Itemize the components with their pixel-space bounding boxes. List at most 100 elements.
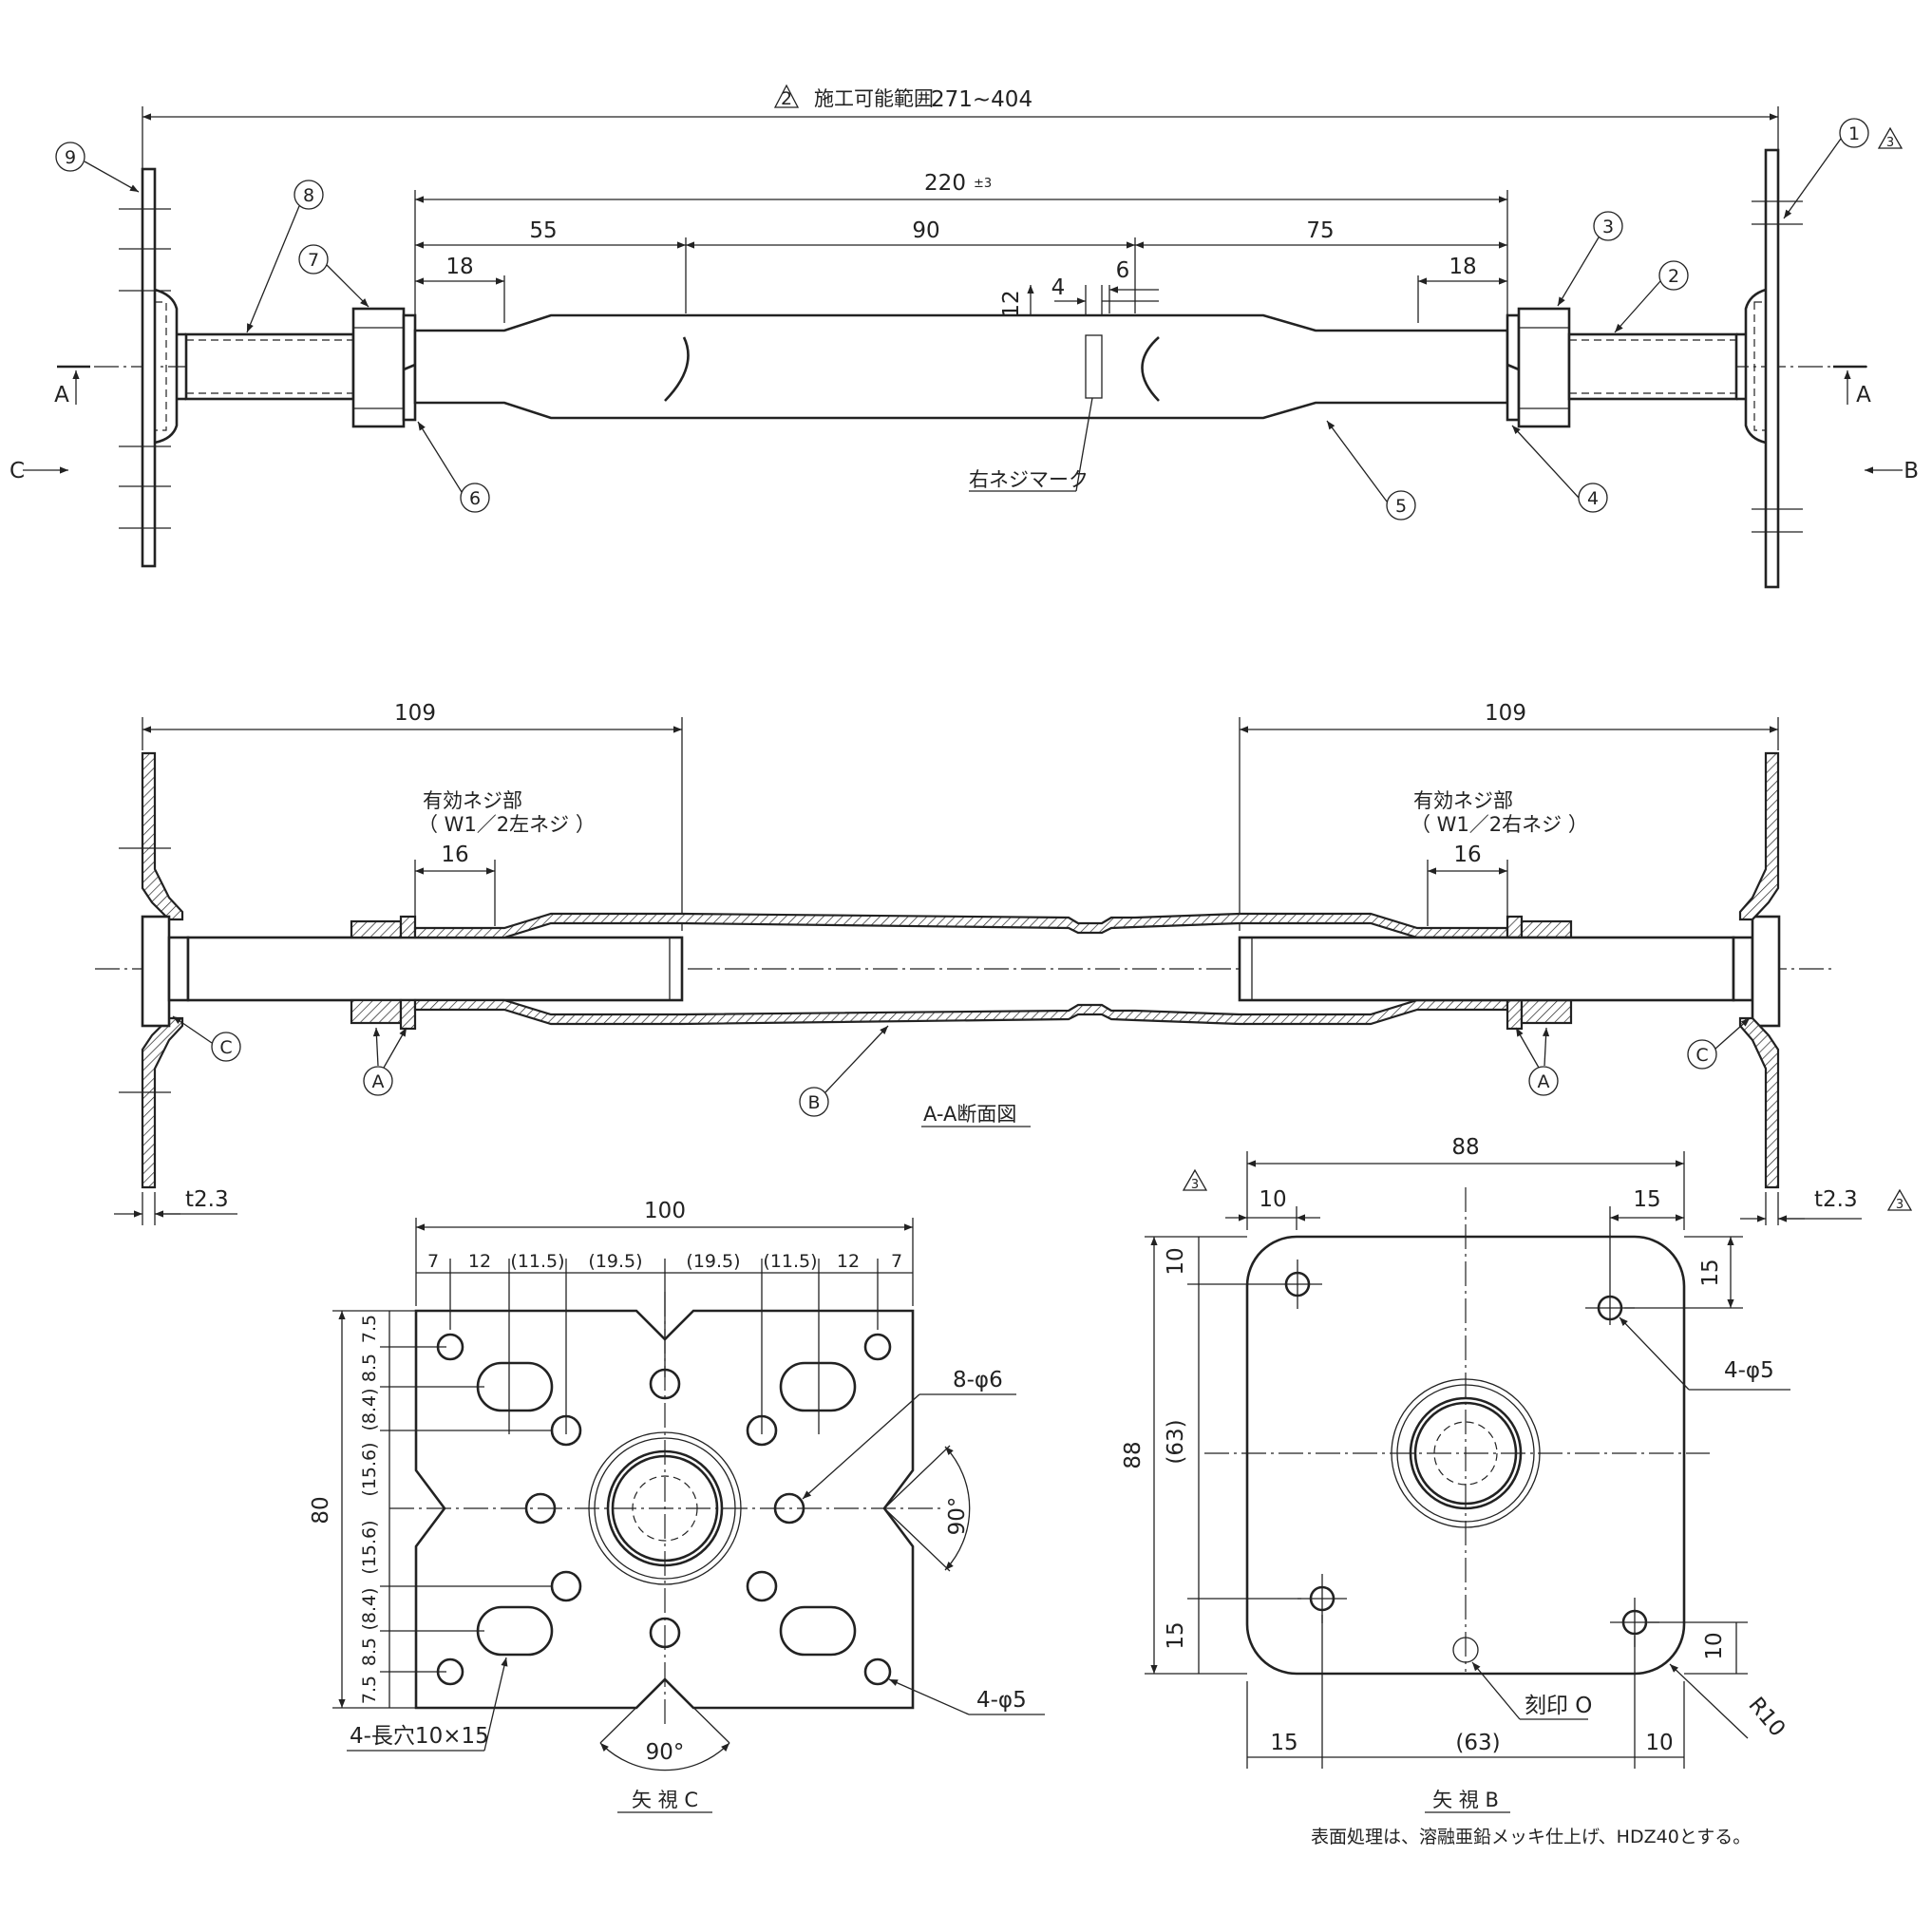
svg-text:B: B [807,1092,820,1113]
dim-12: 12 [999,290,1024,317]
left-plate-section [141,751,184,921]
holes-label: 8-φ6 [953,1368,1003,1392]
top-view: 2 施工可能範囲 271~404 220 ±3 55 90 75 18 18 4 [9,84,1919,589]
view-b-arrow-label: B [1904,459,1919,483]
left-stud-head [141,915,171,1028]
col-dim-6: (8.4) [359,1587,380,1630]
svg-text:1: 1 [1848,123,1860,144]
dim-10-right: 10 [1702,1632,1727,1659]
svg-text:9: 9 [65,147,76,168]
dim-100: 100 [644,1199,686,1223]
col-dim-3: (8.4) [359,1388,380,1430]
row-dim-3: (11.5) [510,1251,564,1272]
dim-15-bot: 15 [1270,1731,1297,1755]
dim-15-right: 15 [1698,1259,1723,1286]
dim-16-right: 16 [1453,843,1481,867]
dim-88-left: 88 [1121,1441,1146,1468]
small-holes-label: 4-φ5 [976,1688,1027,1713]
svg-text:3: 3 [1602,217,1614,237]
dim-4: 4 [1051,275,1066,300]
thread-label-left: 有効ネジ部 [423,789,522,812]
balloon-9: 9 [55,142,140,193]
view-c-arrow-label: C [9,459,25,483]
col-dim-7: 8.5 [359,1638,380,1666]
col-dim-8: 7.5 [359,1676,380,1704]
dim-63-left: (63) [1164,1419,1188,1464]
svg-text:3: 3 [1896,1198,1904,1212]
engrave-mark [1452,1637,1479,1663]
engrave-label: 刻印 O [1525,1694,1592,1718]
balloon-4: 4 [1511,425,1608,513]
view-b: 3 88 10 15 [1121,1135,1790,1813]
svg-text:6: 6 [469,488,481,509]
callout-a-right: A [1515,1027,1559,1096]
dim-18-right: 18 [1449,255,1476,279]
angle-right: 90° [945,1497,970,1536]
svg-text:A: A [372,1071,385,1092]
dim-220-tol: ±3 [974,177,992,191]
svg-text:8: 8 [303,185,314,206]
view-b-title: 矢 視 B [1432,1789,1499,1811]
right-threaded-stud [1567,332,1738,401]
balloon-6: 6 [417,421,490,513]
row-dim-4: (19.5) [588,1251,642,1272]
view-c: 100 7 12 (11.5) (19.5) (19.5) (11.5) 12 … [309,1199,1045,1813]
row-dim-6: (11.5) [763,1251,817,1272]
dim-10-top: 10 [1259,1187,1286,1212]
holes-phi5 [436,1333,892,1686]
svg-text:C: C [1695,1045,1708,1066]
dim-18-left: 18 [445,255,473,279]
section-title: A-A断面図 [923,1103,1016,1126]
thread-label-right: 有効ネジ部 [1413,789,1513,812]
section-a-right: A [1856,383,1871,407]
dim-15-left: 15 [1164,1621,1188,1649]
left-threaded-stud [184,332,355,401]
right-nut [1517,307,1571,428]
balloon-2: 2 [1614,260,1689,333]
view-c-title: 矢 視 C [632,1789,698,1811]
balloon-3: 3 [1557,211,1623,307]
dim-109-left: 109 [394,701,436,726]
holes-phi6 [524,1368,805,1649]
dim-55: 55 [529,218,557,243]
svg-text:5: 5 [1395,496,1407,517]
row-dim-8: 7 [891,1251,902,1272]
turnbuckle-body [413,313,1509,420]
row-dim-5: (19.5) [686,1251,740,1272]
thickness-left: t2.3 [185,1187,229,1212]
slots-label: 4-長穴10×15 [350,1724,489,1749]
dim-63-bot: (63) [1455,1731,1500,1755]
svg-text:3: 3 [1886,136,1894,150]
dim-16-left: 16 [441,843,468,867]
left-stud-section [186,936,684,1002]
holes-phi5-b [1273,1260,1659,1647]
surface-treatment-note: 表面処理は、溶融亜鉛メッキ仕上げ、HDZ40とする。 [1311,1827,1751,1847]
thread-spec-right: （ W1／2右ネジ ） [1411,813,1588,836]
revision-triangle-3: 3 [1182,1168,1208,1192]
dim-80: 80 [309,1496,333,1524]
balloon-8: 8 [246,180,324,333]
holes-b-label: 4-φ5 [1724,1358,1774,1383]
range-value: 271~404 [931,87,1032,112]
dim-6: 6 [1116,258,1130,283]
dim-75: 75 [1306,218,1334,243]
dim-15-top: 15 [1633,1187,1660,1212]
thread-mark-label: 右ネジマーク [969,468,1089,491]
col-dim-1: 7.5 [359,1315,380,1343]
right-stud-section [1238,936,1735,1002]
dim-10-left: 10 [1164,1247,1188,1275]
balloon-1: 1 3 [1783,118,1904,219]
right-nut-section [1520,919,1573,939]
svg-text:7: 7 [308,250,319,271]
row-dim-7: 12 [837,1251,860,1272]
balloon-7: 7 [298,244,369,308]
svg-text:C: C [219,1037,232,1058]
svg-text:2: 2 [781,88,792,109]
angle-bottom: 90° [646,1740,685,1765]
thread-spec-left: （ W1／2左ネジ ） [418,813,596,836]
callout-b: B [799,1025,889,1117]
dim-10-bot: 10 [1645,1731,1673,1755]
left-nut [351,307,406,428]
svg-text:2: 2 [1668,266,1679,287]
dim-88-top: 88 [1451,1135,1479,1160]
